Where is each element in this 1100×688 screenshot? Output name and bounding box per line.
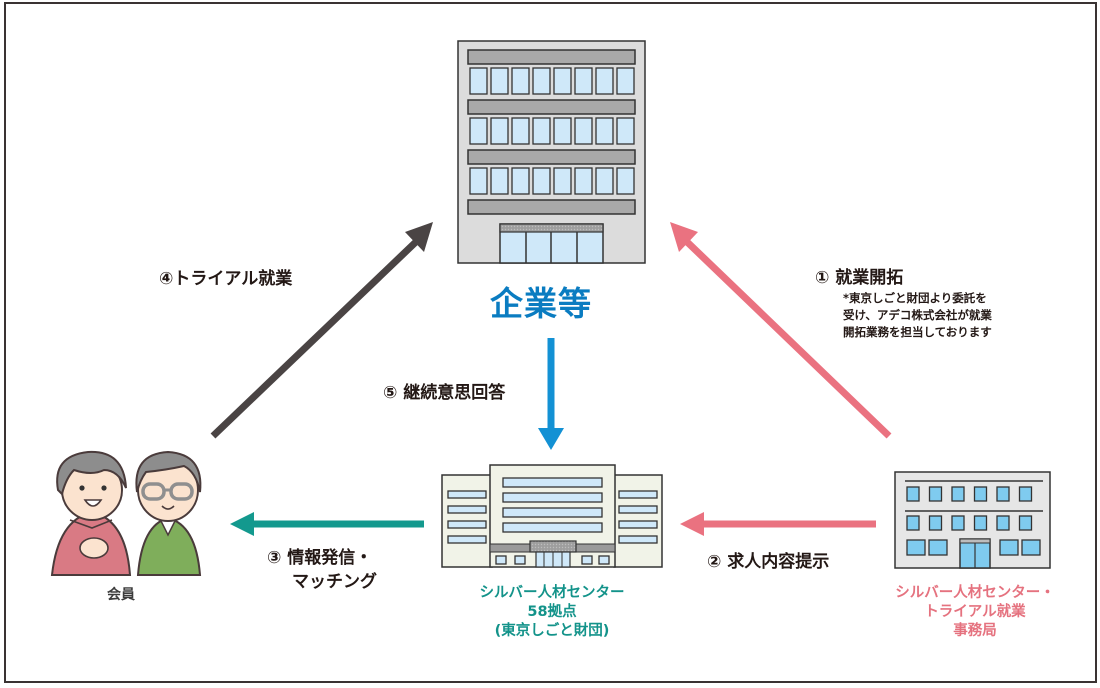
building-window [467,149,636,165]
building-window [447,520,487,529]
building-window [495,555,507,565]
members-label: 会員 [107,587,135,603]
building-window [618,490,658,499]
building-window [511,117,530,145]
office-label-line: 事務局 [953,623,997,639]
office-label: シルバー人材センター・ トライアル就業 事務局 [870,584,1080,641]
building-window [469,67,488,95]
building-window [469,167,488,195]
building-window [502,507,603,518]
building-window [532,167,551,195]
building-window [616,167,635,195]
building-window [490,167,509,195]
step1-label: ① 就業開拓 [815,268,904,288]
center-label-line: 58拠点 [527,604,577,620]
building-window [532,67,551,95]
building-window [553,67,572,95]
building-window [928,486,943,502]
office-label-line: トライアル就業 [924,604,1026,620]
center-label-line: (東京しごと財団) [494,623,610,639]
arrow-trial-employment [210,222,433,439]
building-window [973,515,988,531]
building-window [618,535,658,544]
arrow-info-matching [230,512,424,536]
building-window [511,67,530,95]
building-window [973,486,988,502]
building-window [595,167,614,195]
building-window [490,67,509,95]
building-window [951,515,965,531]
building-window [928,539,948,556]
building-window [467,199,636,215]
company-label: 企業等 [490,284,592,323]
building-window [469,117,488,145]
step3-line: ③ 情報発信・ [267,548,373,568]
building-window [999,539,1019,556]
building-window [1021,539,1041,556]
building-window [574,117,593,145]
building-window [490,117,509,145]
building-window [616,117,635,145]
building-window [618,520,658,529]
step1-note: *東京しごと財団より委託を 受け、アデコ株式会社が就業 開拓業務を担当しておりま… [843,290,992,341]
building-window [906,486,920,502]
step2-label: ② 求人内容提示 [707,552,830,572]
arrow-job-development [670,222,892,439]
building-window [906,515,920,531]
building-window [595,117,614,145]
building-window [996,515,1010,531]
building-window [532,117,551,145]
elderly-couple-icon [50,450,202,576]
arrow-continuation-answer [538,338,564,450]
building-window [598,555,610,565]
building-window [553,167,572,195]
building-window [502,477,603,488]
center-label-line: シルバー人材センター [479,585,625,601]
arrow-job-offer [680,512,876,536]
silver-center-building-icon [441,464,663,568]
step1-note-line: 開拓業務を担当しております [843,325,992,339]
building-window [1018,515,1033,531]
building-window [514,555,526,565]
center-label: シルバー人材センター 58拠点 (東京しごと財団) [452,584,652,641]
building-window [906,539,926,556]
building-window [618,505,658,514]
building-window [581,555,593,565]
building-window [502,492,603,503]
building-window [447,505,487,514]
building-window [574,167,593,195]
building-window [574,67,593,95]
building-window [996,486,1010,502]
office-label-line: シルバー人材センター・ [895,585,1055,601]
building-window [467,49,636,65]
step4-label: ④トライアル就業 [159,269,293,289]
building-window [951,486,965,502]
building-window [553,117,572,145]
building-window [447,490,487,499]
office-building-icon [457,40,646,264]
building-window [595,67,614,95]
building-window [1018,486,1033,502]
building-window [616,67,635,95]
step3-label: ③ 情報発信・ マッチング [267,546,377,594]
building-window [928,515,943,531]
step1-note-line: *東京しごと財団より委託を [843,291,987,305]
building-window [502,522,603,533]
step5-label: ⑤ 継続意思回答 [383,383,506,403]
building-window [467,99,636,115]
building-window [511,167,530,195]
trial-office-building-icon [894,471,1051,569]
building-window [447,535,487,544]
step1-note-line: 受け、アデコ株式会社が就業 [843,308,992,322]
step3-line: マッチング [292,572,377,592]
